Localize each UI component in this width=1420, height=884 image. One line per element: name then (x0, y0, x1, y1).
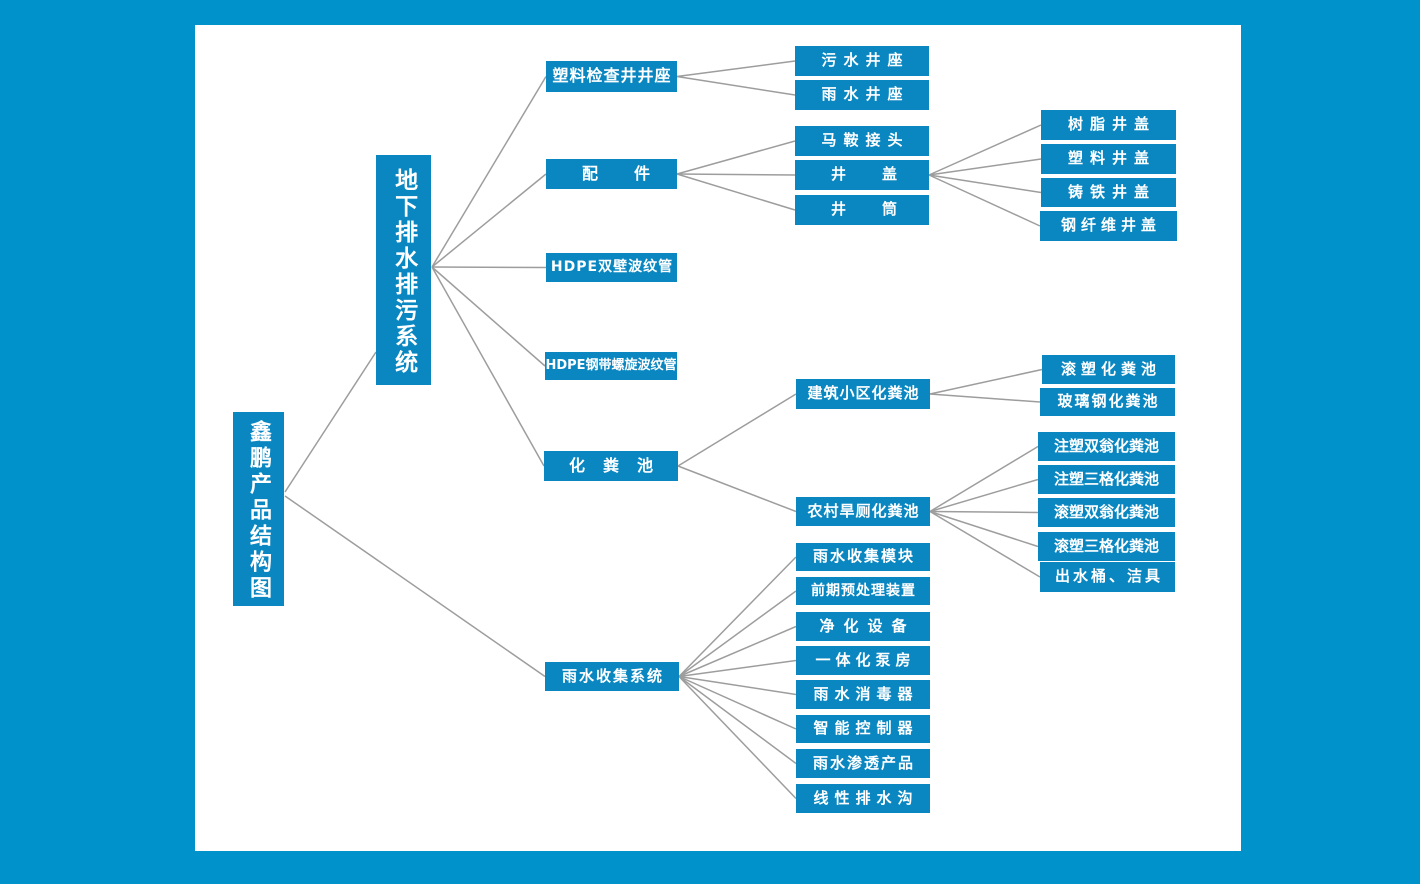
node-injection-three-grid-septic: 注塑三格化粪池 (1038, 465, 1175, 494)
node-rain-collection-module: 雨水收集模块 (796, 543, 930, 571)
node-integrated-pump-house: 一体化泵房 (796, 646, 930, 675)
node-label: HDPE钢带螺旋波纹管 (545, 358, 677, 374)
node-label: 净化设备 (819, 616, 916, 635)
node-pretreatment-device: 前期预处理装置 (796, 577, 930, 605)
node-rain-disinfector: 雨水消毒器 (796, 680, 930, 709)
node-sewage-well-seat: 污水井座 (795, 46, 929, 76)
node-label: 滚塑三格化粪池 (1053, 536, 1159, 555)
node-label: 注塑三格化粪池 (1053, 469, 1159, 488)
node-label: 钢纤维井盖 (1060, 216, 1161, 235)
node-label: 农村旱厕化粪池 (807, 501, 920, 520)
node-label: 雨水收集系统 (561, 666, 664, 685)
node-cast-iron-cover: 铸铁井盖 (1041, 178, 1176, 207)
node-label: 化粪池 (568, 455, 671, 475)
node-plastic-cover: 塑料井盖 (1041, 144, 1176, 174)
node-label: 雨水消毒器 (813, 684, 919, 703)
node-building-area-septic: 建筑小区化粪池 (796, 379, 930, 409)
node-label: 井筒 (831, 200, 934, 219)
node-well-tube: 井筒 (795, 195, 929, 225)
node-hdpe-double-wall-pipe: HDPE双壁波纹管 (546, 253, 677, 282)
node-label: 铸铁井盖 (1067, 182, 1156, 201)
node-underground-system: 地下排水排污系统 (376, 155, 431, 385)
node-label: 马鞍接头 (821, 131, 910, 150)
node-roto-molded-septic: 滚塑化粪池 (1042, 355, 1175, 384)
node-label: 滚塑双翁化粪池 (1053, 502, 1159, 521)
node-label: 雨水渗透产品 (812, 753, 915, 772)
node-label: 污水井座 (821, 51, 910, 70)
node-root: 鑫鹏产品结构图 (233, 412, 284, 606)
node-label: 前期预处理装置 (811, 582, 916, 599)
node-label: 玻璃钢化粪池 (1057, 392, 1160, 411)
node-septic-tank: 化粪池 (544, 451, 678, 481)
node-label: 雨水井座 (821, 85, 910, 104)
node-accessories: 配件 (546, 159, 677, 189)
node-label: HDPE双壁波纹管 (550, 259, 674, 276)
node-label: 塑料检查井井座 (552, 66, 672, 86)
node-rainwater-collection-system: 雨水收集系统 (545, 662, 679, 691)
node-plastic-inspection-seat: 塑料检查井井座 (546, 61, 677, 92)
node-label: 建筑小区化粪池 (807, 384, 920, 403)
node-label: 一体化泵房 (815, 650, 916, 669)
node-resin-cover: 树脂井盖 (1041, 110, 1176, 140)
node-linear-drainage-ditch: 线性排水沟 (796, 784, 930, 813)
node-outlet-bucket-sanitary: 出水桶、洁具 (1040, 562, 1175, 592)
node-label: 树脂井盖 (1067, 115, 1156, 134)
node-label: 鑫鹏产品结构图 (246, 420, 272, 602)
node-hdpe-steel-spiral-pipe: HDPE钢带螺旋波纹管 (545, 352, 677, 380)
node-smart-controller: 智能控制器 (796, 715, 930, 743)
node-rain-infiltration-products: 雨水渗透产品 (796, 749, 930, 778)
node-frp-septic: 玻璃钢化粪池 (1040, 388, 1175, 416)
node-label: 注塑双翁化粪池 (1053, 436, 1159, 455)
node-label: 出水桶、洁具 (1054, 567, 1163, 586)
node-label: 滚塑化粪池 (1060, 359, 1161, 378)
node-steel-fiber-cover: 钢纤维井盖 (1040, 211, 1177, 241)
node-label: 线性排水沟 (813, 788, 919, 807)
node-manhole-cover: 井盖 (795, 160, 929, 190)
node-label: 雨水收集模块 (812, 547, 915, 566)
node-injection-double-urn-septic: 注塑双翁化粪池 (1038, 432, 1175, 461)
node-roto-three-grid-septic: 滚塑三格化粪池 (1038, 532, 1175, 561)
node-saddle-joint: 马鞍接头 (795, 126, 929, 156)
node-label: 地下排水排污系统 (390, 167, 417, 376)
node-rural-toilet-septic: 农村旱厕化粪池 (796, 497, 930, 526)
node-rain-well-seat: 雨水井座 (795, 80, 929, 110)
node-roto-double-urn-septic: 滚塑双翁化粪池 (1038, 498, 1175, 527)
node-label: 塑料井盖 (1067, 149, 1156, 168)
node-label: 井盖 (831, 165, 934, 184)
node-purification-equipment: 净化设备 (796, 612, 930, 641)
node-label: 配件 (582, 163, 687, 183)
node-label: 智能控制器 (813, 719, 919, 738)
